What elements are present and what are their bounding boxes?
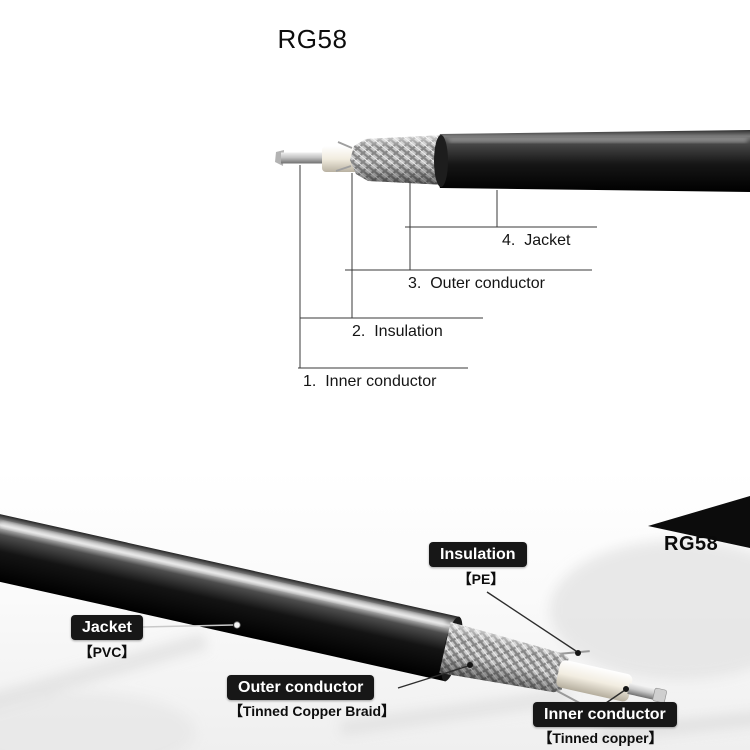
bottom-jacket-gloss <box>0 521 447 627</box>
callout-outer-conductor-material: 【Tinned Copper Braid】 <box>228 703 396 719</box>
top-outer-conductor-braid <box>350 135 446 185</box>
top-braid-shading <box>350 135 446 185</box>
dot-inner-conductor <box>623 686 629 692</box>
label-outer-conductor: 3. Outer conductor <box>408 275 545 292</box>
leader-jacket-bottom <box>141 624 234 628</box>
leader-insulation <box>300 173 483 319</box>
bottom-leader-lines <box>141 591 629 704</box>
bottom-inner-conductor <box>627 683 658 700</box>
top-insulation <box>322 146 363 172</box>
bottom-jacket-cut-face <box>441 616 463 682</box>
bottom-inner-conductor-tip <box>652 687 667 704</box>
dot-jacket <box>233 621 241 629</box>
callout-jacket-badge: Jacket <box>71 615 143 640</box>
bottom-outer-conductor-braid <box>439 622 569 693</box>
label-inner-conductor: 1. Inner conductor <box>303 373 437 390</box>
callout-inner-conductor-badge: Inner conductor <box>533 702 677 727</box>
top-braid-strands <box>335 141 353 172</box>
bottom-braid-strands <box>556 650 590 705</box>
bottom-jacket <box>0 513 461 682</box>
callout-insulation-badge: Insulation <box>429 542 527 567</box>
cable-model-title: RG58 <box>277 24 348 54</box>
leader-outer-conductor-bottom <box>397 665 469 689</box>
bottom-braid-shading <box>439 622 569 693</box>
top-jacket-cut-face <box>434 135 448 187</box>
callout-outer-conductor-badge: Outer conductor <box>227 675 375 700</box>
leader-outer-conductor <box>345 183 592 271</box>
callout-jacket-material: 【PVC】 <box>78 644 136 660</box>
label-jacket: 4. Jacket <box>502 232 571 249</box>
callout-insulation-material: 【PE】 <box>457 571 505 587</box>
callout-inner-conductor-material: 【Tinned copper】 <box>538 730 663 746</box>
top-jacket <box>435 130 750 192</box>
stripped-cable-illustration-top <box>275 130 750 369</box>
dot-outer-conductor <box>467 662 473 668</box>
leader-insulation-bottom <box>486 591 577 652</box>
label-insulation: 2. Insulation <box>352 323 443 340</box>
top-jacket-gloss <box>448 138 748 143</box>
dot-insulation <box>575 650 581 656</box>
cable-model-label-bottom: RG58 <box>664 533 719 555</box>
top-inner-conductor <box>281 152 329 164</box>
top-inner-conductor-tip <box>275 150 284 166</box>
bottom-insulation <box>556 660 633 702</box>
leader-jacket <box>405 190 597 228</box>
top-leader-lines <box>298 165 597 369</box>
